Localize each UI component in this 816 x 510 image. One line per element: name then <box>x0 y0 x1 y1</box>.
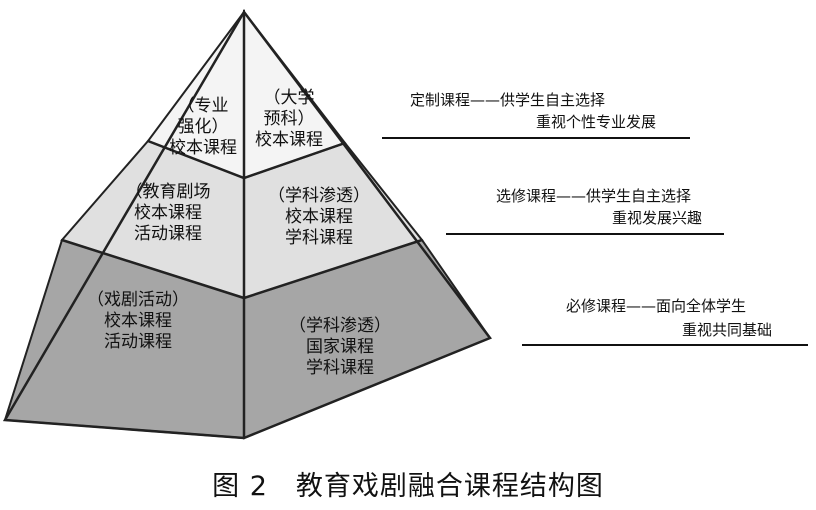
required-course-underline <box>522 344 808 346</box>
middle-left-label: （教育剧场 校本课程 活动课程 <box>125 182 211 244</box>
custom-course-underline <box>382 137 690 139</box>
top-right-label: （大学 预科） 校本课程 <box>255 88 323 150</box>
figure-caption: 图 2 教育戏剧融合课程结构图 <box>212 471 604 502</box>
elective-course-underline <box>446 233 724 235</box>
pyramid-outline <box>2 9 492 440</box>
elective-course-line1: 选修课程——供学生自主选择 <box>496 187 692 205</box>
required-course-line1: 必修课程——面向全体学生 <box>566 297 747 315</box>
custom-course-line2: 重视个性专业发展 <box>536 113 657 131</box>
custom-course-line1: 定制课程——供学生自主选择 <box>410 91 606 109</box>
bottom-right-label: （学科渗透） 国家课程 学科课程 <box>289 316 391 378</box>
middle-right-label: （学科渗透） 校本课程 学科课程 <box>268 186 370 248</box>
elective-course-line2: 重视发展兴趣 <box>612 209 703 227</box>
top-left-label: （专业 强化） 校本课程 <box>169 96 237 158</box>
required-course-line2: 重视共同基础 <box>682 321 773 339</box>
bottom-left-label: （戏剧活动） 校本课程 活动课程 <box>87 290 189 352</box>
